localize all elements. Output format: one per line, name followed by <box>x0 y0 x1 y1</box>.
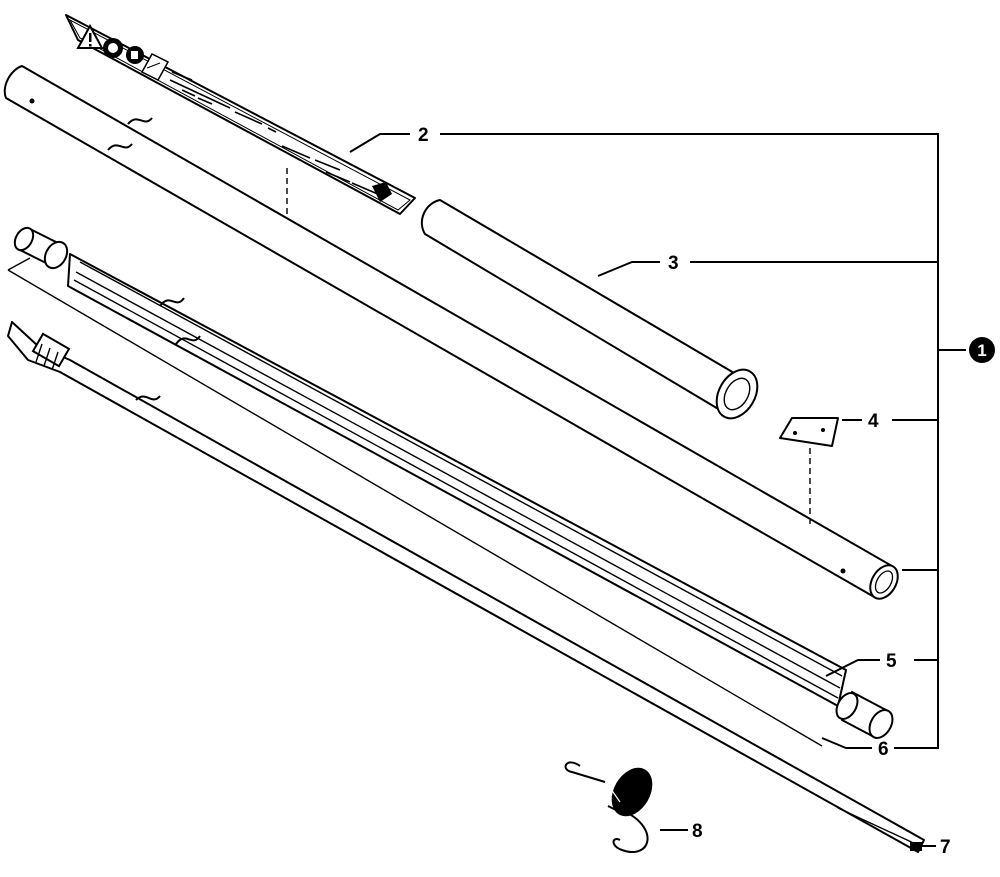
decal-text <box>169 71 381 196</box>
shaft-tube <box>3 65 899 600</box>
decal-label <box>65 14 416 230</box>
assembly-bracket <box>440 133 966 749</box>
manual-book-icon <box>140 53 170 81</box>
bushing-bottom <box>835 691 894 739</box>
callout-5: 5 <box>886 651 897 672</box>
manual-icon <box>126 46 144 64</box>
assembly-marker: 1 <box>969 337 995 363</box>
callout-6: 6 <box>878 739 889 760</box>
callout-4: 4 <box>868 411 879 432</box>
warning-triangle-icon <box>76 23 104 49</box>
callout-3: 3 <box>668 253 679 274</box>
bushing-top <box>13 226 69 270</box>
plate <box>779 417 839 528</box>
shaft-liner <box>67 253 847 707</box>
callout-2: 2 <box>418 125 429 146</box>
leader-lines <box>349 133 936 847</box>
assembly-number: 1 <box>977 341 986 360</box>
callout-7: 7 <box>940 837 951 858</box>
trimmer-silhouette-icon <box>372 182 392 202</box>
callout-8: 8 <box>692 821 703 842</box>
grip-sleeve <box>420 199 759 420</box>
drive-shaft <box>7 321 925 853</box>
eye-ear-protection-icon <box>103 38 123 58</box>
hook-spring <box>564 761 653 853</box>
